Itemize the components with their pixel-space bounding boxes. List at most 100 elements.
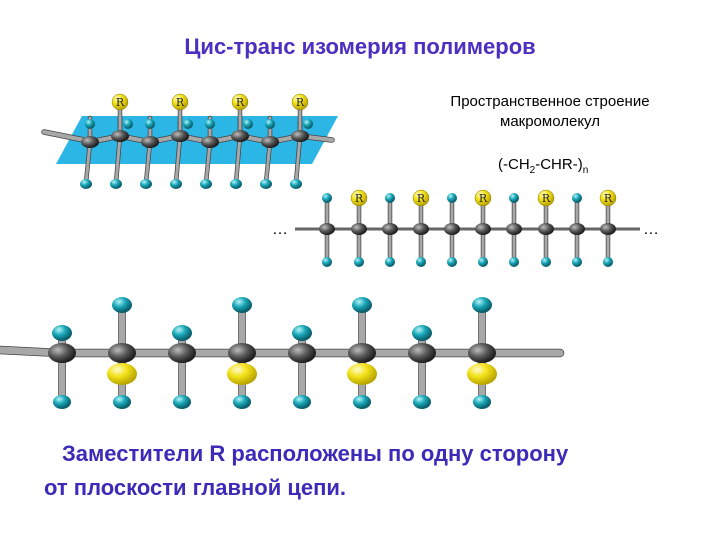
carbon-atom [475,223,491,235]
formula-part-2: -CHR-) [535,156,583,173]
substituent-atom [350,189,368,207]
carbon-atom [48,343,76,363]
hydrogen-atom [183,119,193,129]
chain-bond-end-left [42,130,86,142]
carbon-atom [261,136,279,148]
substituent-label: R [542,192,551,205]
hydrogen-atom [53,395,71,409]
carbon-atom [538,223,554,235]
hydrogen-atom [110,179,122,189]
carbon-atom [231,130,249,142]
carbon-atom [351,223,367,235]
substituent-label: R [604,192,613,205]
substituent-atom [474,189,492,207]
substituent-atom [291,93,309,111]
caption-line-2: от плоскости главной цепи. [44,475,347,500]
carbon-atom [168,343,196,363]
substituent-label: R [236,96,245,109]
hydrogen-atom [170,179,182,189]
hydrogen-atom [447,257,457,267]
hydrogen-atom [353,395,371,409]
hydrogen-atom [85,119,95,129]
substituent-atom [467,363,497,385]
c-h-bond-down [264,140,272,185]
model-3-atoms [0,297,565,409]
carbon-atom [291,130,309,142]
hydrogen-atom [473,395,491,409]
carbon-atom [141,136,159,148]
repeat-unit-formula: (-CH2-CHR-)n [498,156,588,176]
substituent-label: R [417,192,426,205]
carbon-atom [288,343,316,363]
hydrogen-atom [112,297,132,313]
substituent-label: R [296,96,305,109]
hydrogen-atom [173,395,191,409]
hydrogen-atom [352,297,372,313]
formula-sub-2: n [582,165,589,176]
substituent-atom [227,363,257,385]
hydrogen-atom [293,395,311,409]
hydrogen-atom [413,395,431,409]
hydrogen-atom [509,257,519,267]
carbon-atom [506,223,522,235]
hydrogen-atom [230,179,242,189]
carbon-atom [569,223,585,235]
hydrogen-atom [52,325,72,341]
hydrogen-atom [478,257,488,267]
hydrogen-atom [541,257,551,267]
hydrogen-atom [354,257,364,267]
substituent-label: R [479,192,488,205]
hydrogen-atom [572,257,582,267]
formula-part-1: (-CH [498,156,530,173]
hydrogen-atom [292,325,312,341]
hydrogen-atom [200,179,212,189]
formula-sub-1: 2 [529,165,536,176]
substituent-label: R [116,96,125,109]
carbon-atom [108,343,136,363]
hydrogen-atom [205,119,215,129]
hydrogen-atom [265,119,275,129]
carbon-atom [468,343,496,363]
caption-line-1: Заместители R расположены по одну сторон… [62,441,569,466]
subtitle-line-1: Пространственное строение [450,93,650,110]
hydrogen-atom [172,325,192,341]
substituent-atom [111,93,129,111]
hydrogen-atom [123,119,133,129]
hydrogen-atom [260,179,272,189]
chain-ellipsis-right: … [643,221,659,238]
substituent-atom [171,93,189,111]
hydrogen-atom [322,257,332,267]
carbon-atom [600,223,616,235]
carbon-atom [228,343,256,363]
c-h-bond-down [234,134,242,185]
hydrogen-atom [232,297,252,313]
substituent-atom [347,363,377,385]
hydrogen-atom [243,119,253,129]
hydrogen-atom [447,193,457,203]
substituent-atom [599,189,617,207]
hydrogen-atom [140,179,152,189]
c-h-bond-down [144,140,152,185]
hydrogen-atom [416,257,426,267]
carbon-atom [201,136,219,148]
carbon-atom [408,343,436,363]
c-h-bond-down [174,134,182,185]
carbon-atom [319,223,335,235]
substituent-atom [231,93,249,111]
model-large-chain [0,297,565,409]
hydrogen-atom [113,395,131,409]
c-h-bond-down [114,134,122,185]
page-title: Цис-транс изомерия полимеров [184,34,536,59]
substituent-atom [412,189,430,207]
hydrogen-atom [572,193,582,203]
hydrogen-atom [303,119,313,129]
carbon-atom [111,130,129,142]
c-h-bond-down [84,140,92,185]
hydrogen-atom [603,257,613,267]
c-h-bond-down [204,140,212,185]
hydrogen-atom [385,257,395,267]
hydrogen-atom [385,193,395,203]
